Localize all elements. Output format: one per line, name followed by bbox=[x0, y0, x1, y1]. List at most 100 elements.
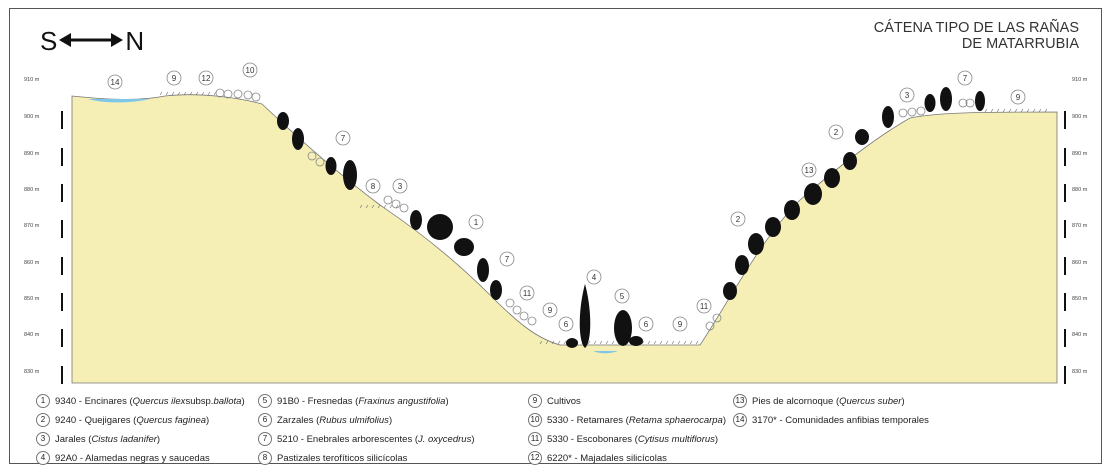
elevation-label: 870 m bbox=[24, 223, 40, 229]
elevation-label: 900 m bbox=[1072, 114, 1088, 120]
badge-label: 3 bbox=[905, 91, 910, 100]
grass-icon bbox=[383, 204, 387, 209]
legend-text-sci2: ballota bbox=[213, 395, 242, 407]
shrub-icon bbox=[916, 106, 926, 116]
grass-icon bbox=[177, 91, 181, 96]
grass-icon bbox=[201, 91, 205, 96]
terrain-profile bbox=[71, 94, 1058, 384]
elevation-label: 880 m bbox=[24, 187, 40, 193]
river-water bbox=[593, 351, 618, 354]
badge-circle bbox=[519, 285, 535, 301]
badge-label: 9 bbox=[1016, 93, 1021, 102]
grass-icon bbox=[395, 204, 399, 209]
grass-icon bbox=[1032, 108, 1036, 113]
legend-text-end: ) bbox=[388, 414, 393, 426]
badge-circle bbox=[696, 298, 712, 314]
tree-icon bbox=[325, 157, 337, 175]
legend-text-code: 6220* - Majadales silicícolas bbox=[547, 452, 667, 464]
legend-text-sci: J. oxycedrus bbox=[418, 433, 472, 445]
poplar-icon bbox=[579, 284, 591, 348]
grass-icon bbox=[171, 91, 175, 96]
legend-text-code: Pastizales terofíticos silicícolas bbox=[277, 452, 408, 464]
grass-icon bbox=[365, 204, 369, 209]
grass-icon bbox=[1044, 108, 1048, 113]
grass-icon bbox=[984, 108, 988, 113]
tree-icon bbox=[855, 129, 869, 145]
badge-label: 7 bbox=[505, 255, 510, 264]
tree-icon bbox=[784, 200, 800, 220]
tree-icon bbox=[843, 152, 857, 170]
badge-label: 5 bbox=[620, 292, 625, 301]
legend-number: 7 bbox=[258, 432, 272, 446]
grass-icon bbox=[695, 340, 699, 345]
grass-icon bbox=[593, 340, 597, 345]
badge-circle bbox=[730, 211, 746, 227]
grass-icon bbox=[671, 340, 675, 345]
grass-icon bbox=[683, 340, 687, 345]
grass-icon bbox=[587, 340, 591, 345]
badge-circle bbox=[1010, 89, 1026, 105]
title-line-2: DE MATARRUBIA bbox=[961, 36, 1079, 52]
legend-number: 2 bbox=[36, 413, 50, 427]
grass-icon bbox=[539, 340, 543, 345]
grass-icon bbox=[359, 204, 363, 209]
grass-icon bbox=[653, 340, 657, 345]
shrub-icon bbox=[519, 311, 529, 321]
compass-south-label: S bbox=[40, 26, 58, 56]
badge-circle bbox=[468, 214, 484, 230]
badge-circle bbox=[242, 62, 258, 78]
tree-icon bbox=[765, 217, 781, 237]
badge-circle bbox=[166, 70, 182, 86]
elevation-label: 910 m bbox=[24, 77, 40, 83]
badge-circle bbox=[614, 288, 630, 304]
badge-label: 2 bbox=[834, 128, 839, 137]
badge-label: 11 bbox=[523, 289, 532, 298]
badge-circle bbox=[672, 316, 688, 332]
shrub-icon bbox=[243, 90, 253, 100]
tree-icon bbox=[566, 338, 578, 348]
legend-text-code: 9340 - Encinares ( bbox=[55, 395, 133, 407]
shrub-icon bbox=[383, 195, 393, 205]
tree-icon bbox=[723, 282, 737, 300]
grass-icon bbox=[647, 340, 651, 345]
elevation-label: 870 m bbox=[1072, 223, 1088, 229]
legend-number: 6 bbox=[258, 413, 272, 427]
grass-icon bbox=[689, 340, 693, 345]
legend-text-sci: Fraxinus angustifolia bbox=[358, 395, 446, 407]
grass-icon bbox=[551, 340, 555, 345]
elevation-label: 860 m bbox=[24, 260, 40, 266]
legend-text-code: Pies de alcornoque ( bbox=[752, 395, 840, 407]
badge-label: 3 bbox=[398, 182, 403, 191]
badge-label: 10 bbox=[246, 66, 255, 75]
legend-text-sci: Retama sphaerocarpa bbox=[628, 414, 723, 426]
shrub-icon bbox=[251, 92, 261, 102]
shrub-icon bbox=[965, 98, 975, 108]
grass-icon bbox=[1038, 108, 1042, 113]
legend-text-end: ) bbox=[901, 395, 905, 407]
tree-icon bbox=[454, 238, 474, 256]
legend-number: 11 bbox=[528, 432, 542, 446]
tree-icon bbox=[629, 336, 643, 346]
elevation-label: 830 m bbox=[1072, 369, 1088, 375]
badge-circle bbox=[392, 178, 408, 194]
elevation-label: 840 m bbox=[1072, 332, 1088, 338]
grass-icon bbox=[1020, 108, 1024, 113]
tree-icon bbox=[490, 280, 502, 300]
legend-text-code: 91B0 - Fresnedas ( bbox=[277, 395, 359, 407]
grass-icon bbox=[371, 204, 375, 209]
legend-number: 4 bbox=[36, 451, 50, 465]
legend-text-end: ) bbox=[722, 414, 727, 426]
grass-icon bbox=[605, 340, 609, 345]
badge-circle bbox=[957, 70, 973, 86]
legend-text-end: ) bbox=[714, 433, 719, 445]
badge-label: 2 bbox=[736, 215, 741, 224]
tree-icon bbox=[804, 183, 822, 205]
tree-icon bbox=[824, 168, 840, 188]
